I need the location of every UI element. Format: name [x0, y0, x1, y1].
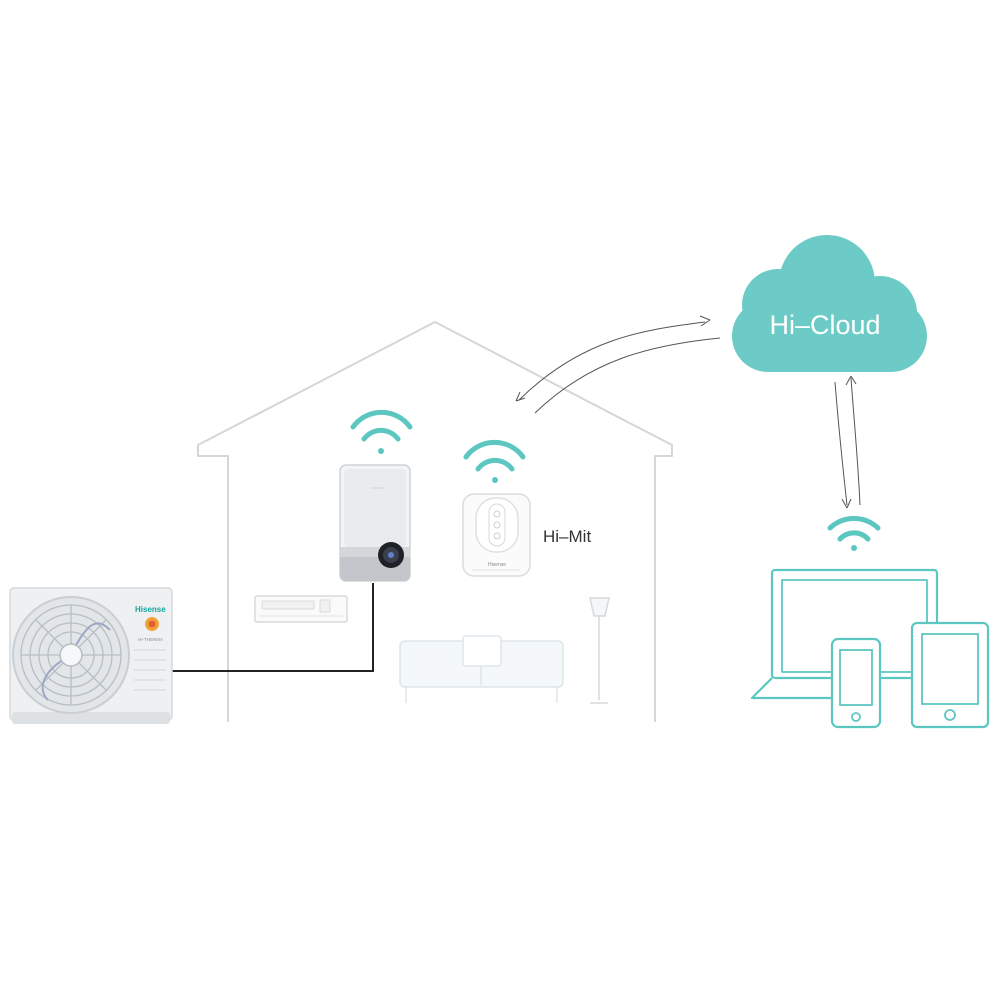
wall-ac-icon — [254, 595, 348, 623]
sofa-icon — [399, 635, 564, 703]
house-cloud-arrows — [515, 315, 721, 414]
cloud-icon — [732, 235, 927, 372]
house-outline — [197, 321, 673, 722]
cloud-device-arrows — [834, 375, 861, 509]
gateway-icon — [462, 493, 531, 577]
hydro-module-icon — [339, 464, 411, 582]
wifi-icon-hydro — [350, 409, 413, 454]
outdoor-unit-brand: Hisense — [135, 605, 166, 614]
outdoor-unit-icon — [9, 587, 173, 724]
connection-cable — [172, 583, 374, 672]
gateway-label: Hi–Mit — [543, 527, 591, 546]
floor-lamp-icon — [589, 597, 610, 704]
gateway-brand: Hisense — [488, 562, 506, 568]
outdoor-unit-sublabel: HI-THERMA — [138, 637, 163, 642]
tablet-icon — [910, 621, 990, 729]
phone-icon — [830, 637, 882, 729]
wifi-icon-devices — [827, 516, 881, 551]
cloud-label: Hi–Cloud — [769, 310, 880, 340]
wifi-icon-gateway — [463, 439, 526, 483]
